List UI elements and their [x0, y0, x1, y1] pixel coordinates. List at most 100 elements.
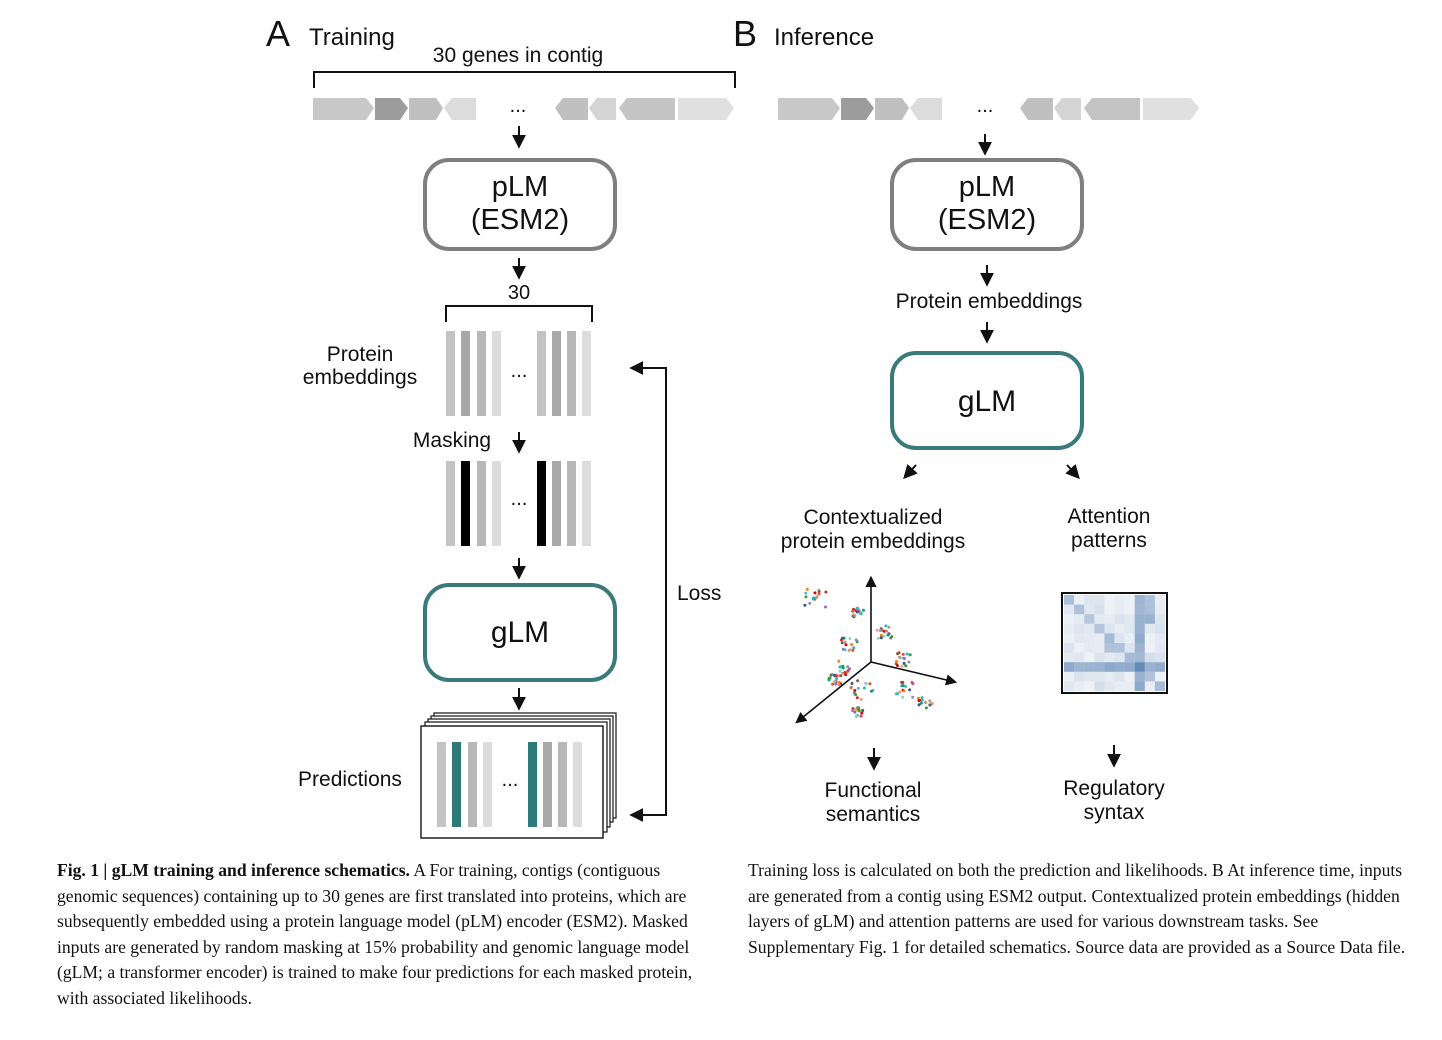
prediction-bar — [483, 742, 492, 827]
heatmap-cell — [1124, 681, 1135, 691]
heatmap-cell — [1144, 604, 1155, 615]
plm-box-a — [423, 158, 617, 251]
scatter-point — [895, 659, 898, 663]
heatmap-cell — [1074, 595, 1085, 605]
heatmap-cell — [1124, 662, 1135, 672]
scatter-point — [876, 636, 880, 640]
scatter-point — [856, 679, 860, 683]
scatter-point — [920, 698, 924, 702]
scatter-point — [856, 686, 860, 690]
scatter-point — [904, 664, 908, 668]
panel-b: B Inference ... pLM (ESM2) Protein embed… — [733, 13, 1199, 826]
contig-ellipsis-b: ... — [977, 95, 994, 117]
contig-label: 30 genes in contig — [433, 44, 603, 67]
prediction-bar — [528, 742, 537, 827]
gene-arrow — [375, 98, 408, 120]
heatmap-cell — [1134, 643, 1145, 653]
scatter-point — [814, 596, 818, 600]
heatmap-cell — [1134, 671, 1145, 682]
contextualized-label-line1: Contextualized — [804, 506, 943, 529]
heatmap-cell — [1064, 614, 1075, 624]
scatter-point — [908, 653, 912, 657]
scatter-point — [900, 684, 904, 688]
heatmap-cell — [1084, 633, 1095, 643]
arrow-glm-left — [903, 464, 918, 480]
scatter-point — [843, 648, 847, 652]
scatter-point — [841, 636, 844, 640]
heatmap-cell — [1094, 681, 1105, 691]
heatmap-cell — [1094, 623, 1105, 634]
gene-arrow — [589, 98, 616, 120]
scatter-point — [803, 603, 807, 607]
heatmap-cell — [1064, 643, 1075, 653]
scatter-point — [846, 670, 850, 673]
scatter-point — [886, 633, 890, 637]
plm-label-a: pLM — [492, 171, 548, 203]
scatter-point — [911, 695, 915, 699]
embedding-bar — [567, 331, 576, 416]
scatter-point — [835, 677, 839, 681]
scatter-point — [898, 690, 902, 694]
heatmap-cell — [1114, 681, 1125, 691]
gene-arrow — [1054, 98, 1081, 120]
heatmap-cell — [1064, 595, 1075, 605]
embedding-bar — [537, 331, 546, 416]
embedding-scatter-3d — [795, 575, 958, 724]
gene-arrow — [1020, 98, 1053, 120]
heatmap-cell — [1134, 681, 1145, 691]
caption-right: Training loss is calculated on both the … — [748, 858, 1412, 960]
heatmap-cell — [1064, 671, 1075, 682]
scatter-point — [832, 680, 836, 684]
scatter-point — [864, 682, 868, 686]
heatmap-cell — [1144, 681, 1155, 691]
heatmap-cell — [1134, 662, 1145, 672]
masked-bars — [446, 461, 591, 546]
gene-arrow — [1143, 98, 1199, 120]
attention-heatmap — [1064, 595, 1165, 691]
plm-sublabel-a: (ESM2) — [471, 204, 569, 236]
heatmap-cell — [1144, 643, 1155, 653]
gene-arrow — [619, 98, 675, 120]
contig-bracket — [313, 71, 736, 88]
heatmap-cell — [1104, 595, 1115, 605]
heatmap-cell — [1144, 662, 1155, 672]
embeddings-ellipsis: ... — [511, 360, 528, 382]
scatter-point — [901, 695, 905, 699]
heatmap-cell — [1094, 633, 1105, 643]
gene-arrow — [678, 98, 734, 120]
heatmap-cell — [1064, 652, 1075, 663]
scatter-point — [895, 664, 899, 667]
scatter-point — [897, 655, 901, 659]
scatter-point — [850, 682, 854, 685]
embeddings-label-line1: Protein — [327, 343, 394, 366]
scatter-point — [884, 629, 888, 633]
scatter-point — [878, 629, 882, 633]
masked-bar — [567, 461, 576, 546]
scatter-axis-left — [795, 661, 872, 724]
glm-label-a: gLM — [491, 616, 549, 649]
scatter-point — [901, 681, 905, 684]
scatter-point — [813, 591, 817, 595]
scatter-point — [855, 606, 859, 610]
prediction-bar — [452, 742, 461, 827]
heatmap-cell — [1114, 595, 1125, 605]
plm-box-b — [890, 158, 1084, 251]
prediction-ellipsis: ... — [502, 769, 519, 791]
scatter-point — [824, 605, 827, 609]
masked-bar — [537, 461, 546, 546]
figure-diagram: A Training 30 genes in contig ... pLM (E… — [266, 13, 1199, 839]
contig-ellipsis: ... — [510, 95, 527, 117]
heatmap-cell — [1104, 681, 1115, 691]
embedding-bar — [492, 331, 501, 416]
attention-label-line2: patterns — [1071, 529, 1147, 552]
scatter-point — [841, 664, 845, 668]
scatter-point — [908, 688, 912, 692]
scatter-point — [882, 634, 886, 638]
heatmap-cell — [1114, 614, 1125, 624]
scatter-point — [853, 710, 857, 714]
scatter-point — [857, 707, 861, 711]
heatmap-cell — [1144, 614, 1155, 624]
scatter-point — [811, 597, 815, 601]
heatmap-cell — [1124, 595, 1135, 605]
heatmap-cell — [1104, 671, 1115, 682]
